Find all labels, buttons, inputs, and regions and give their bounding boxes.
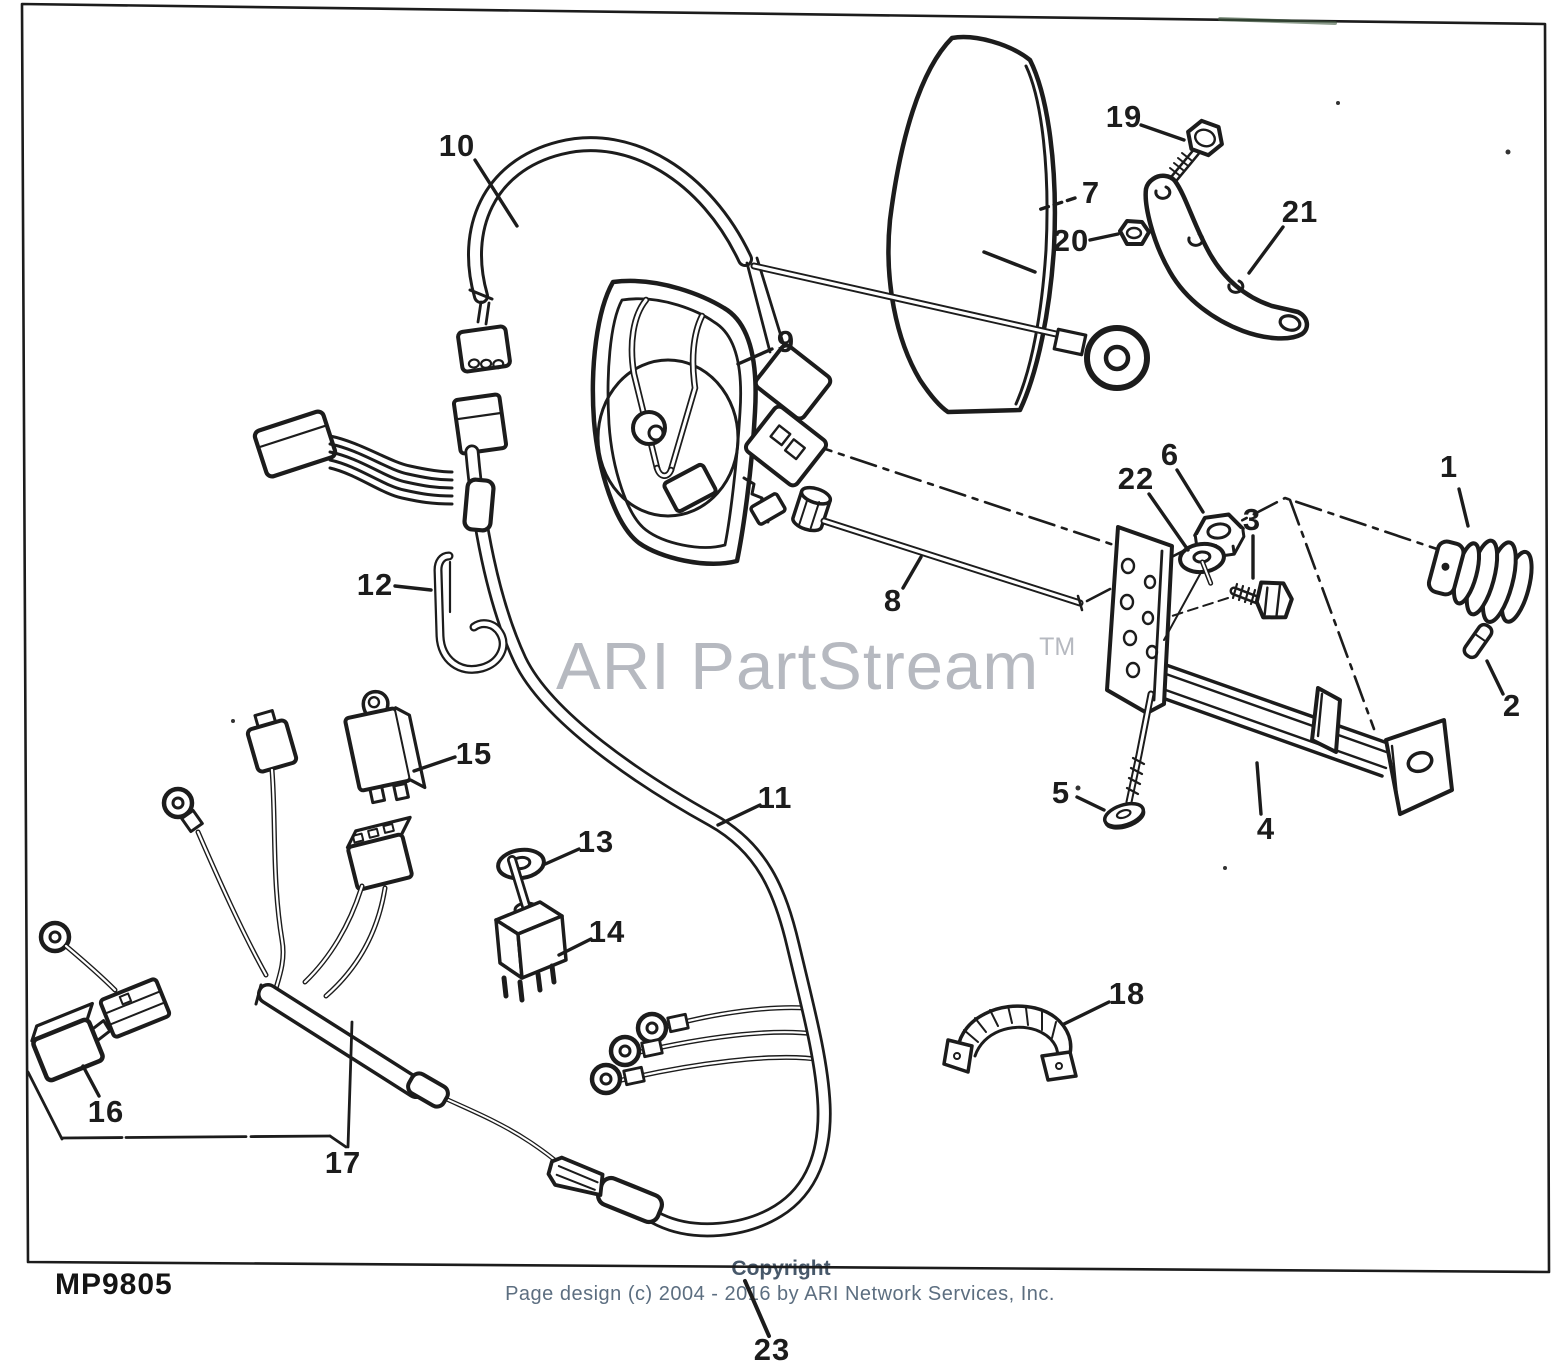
drawing-code: MP9805 [55, 1268, 173, 1301]
callout-label-21: 21 [1281, 194, 1319, 229]
callout-label-1: 1 [1439, 449, 1459, 484]
callout-label-2: 2 [1502, 688, 1522, 723]
callout-label-3: 3 [1242, 502, 1262, 537]
callout-label-12: 12 [356, 567, 394, 602]
callout-label-5: 5 [1051, 775, 1071, 810]
callout-label-22: 22 [1117, 461, 1155, 496]
callout-label-8: 8 [883, 583, 903, 618]
callout-label-9: 9 [776, 324, 796, 359]
callout-label-13: 13 [577, 824, 615, 859]
callout-label-17: 17 [324, 1145, 362, 1180]
copyright-line-2: Page design (c) 2004 - 2016 by ARI Netwo… [505, 1283, 1055, 1305]
callout-label-14: 14 [588, 914, 626, 949]
callout-label-10: 10 [438, 128, 476, 163]
callout-label-20: 20 [1052, 223, 1090, 258]
callout-label-16: 16 [87, 1094, 125, 1129]
callout-label-15: 15 [455, 736, 493, 771]
callout-label-23: 23 [753, 1332, 791, 1364]
callout-label-18: 18 [1108, 976, 1146, 1011]
callout-label-4: 4 [1256, 811, 1276, 846]
callout-label-6: 6 [1160, 437, 1180, 472]
callout-label-11: 11 [757, 780, 793, 815]
callout-label-19: 19 [1105, 99, 1143, 134]
callout-label-7: 7 [1081, 175, 1101, 210]
